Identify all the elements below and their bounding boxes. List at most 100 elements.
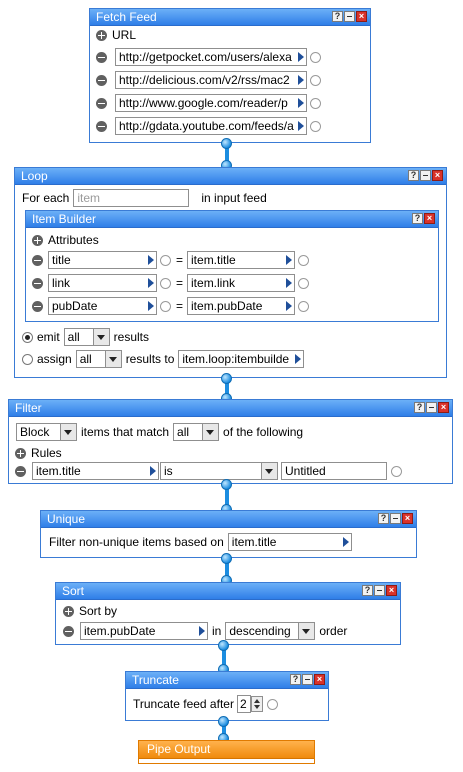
close-button[interactable]: × xyxy=(386,585,397,596)
unique-module[interactable]: Unique ? × Filter non-unique items based… xyxy=(40,510,417,558)
output-terminal[interactable] xyxy=(218,640,229,651)
loop-header[interactable]: Loop ? × xyxy=(15,168,446,185)
unique-header[interactable]: Unique ? × xyxy=(41,511,416,528)
remove-url-icon[interactable] xyxy=(96,120,107,132)
truncate-header[interactable]: Truncate ? × xyxy=(126,672,328,689)
remove-attribute-icon[interactable] xyxy=(32,254,43,266)
truncate-module[interactable]: Truncate ? × Truncate feed after 2 xyxy=(125,671,329,721)
attribute-key-field[interactable]: link xyxy=(48,274,157,292)
module-title: Item Builder xyxy=(32,212,97,226)
url-field[interactable]: http://delicious.com/v2/rss/mac2 xyxy=(115,71,307,89)
rule-operator-select[interactable]: is xyxy=(160,462,278,480)
pipe-connector xyxy=(225,558,229,582)
output-terminal[interactable] xyxy=(221,553,232,564)
minimize-button[interactable] xyxy=(302,674,313,685)
item-builder-header[interactable]: Item Builder ? × xyxy=(26,211,438,228)
output-terminal[interactable] xyxy=(221,373,232,384)
terminal-icon[interactable] xyxy=(298,254,310,266)
terminal-icon[interactable] xyxy=(160,277,171,289)
fetch-feed-header[interactable]: Fetch Feed ? × xyxy=(90,9,370,26)
pipe-connector xyxy=(225,143,229,168)
remove-attribute-icon[interactable] xyxy=(32,300,43,312)
results-to-field[interactable]: item.loop:itembuilde xyxy=(178,350,305,368)
close-button[interactable]: × xyxy=(424,213,435,224)
terminal-icon[interactable] xyxy=(298,300,310,312)
unique-label: Filter non-unique items based on xyxy=(49,535,224,549)
pipe-output-header[interactable]: Pipe Output xyxy=(139,741,314,759)
add-sort-icon[interactable] xyxy=(63,605,74,617)
attribute-value-field[interactable]: item.pubDate xyxy=(187,297,296,315)
spinner-arrows-icon[interactable] xyxy=(250,696,263,712)
sort-module[interactable]: Sort ? × Sort by item.pubDate in descend… xyxy=(55,582,401,645)
add-attribute-icon[interactable] xyxy=(32,234,43,246)
attribute-key-field[interactable]: title xyxy=(48,251,157,269)
remove-url-icon[interactable] xyxy=(96,97,107,109)
truncate-count-input[interactable]: 2 xyxy=(236,695,251,713)
remove-url-icon[interactable] xyxy=(96,74,107,86)
pipe-connector xyxy=(225,378,229,400)
attribute-value-field[interactable]: item.link xyxy=(187,274,296,292)
add-rule-icon[interactable] xyxy=(15,447,26,459)
close-button[interactable]: × xyxy=(438,402,449,413)
emit-radio[interactable] xyxy=(22,331,33,343)
add-url-icon[interactable] xyxy=(96,29,107,41)
pipe-output-module[interactable]: Pipe Output xyxy=(138,740,315,764)
filter-match-select[interactable]: all xyxy=(173,423,220,441)
sort-direction-select[interactable]: descending xyxy=(225,622,316,640)
filter-header[interactable]: Filter ? × xyxy=(9,400,452,417)
help-button[interactable]: ? xyxy=(290,674,301,685)
terminal-icon[interactable] xyxy=(298,277,310,289)
close-button[interactable]: × xyxy=(432,170,443,181)
terminal-icon[interactable] xyxy=(160,300,171,312)
item-builder-module[interactable]: Item Builder ? × Attributes title = item… xyxy=(25,210,439,322)
loop-module[interactable]: Loop ? × For each item in input feed Ite… xyxy=(14,167,447,378)
terminal-icon[interactable] xyxy=(160,254,171,266)
remove-attribute-icon[interactable] xyxy=(32,277,43,289)
in-input-feed-label: in input feed xyxy=(201,191,267,205)
remove-sort-icon[interactable] xyxy=(63,625,74,637)
sort-field[interactable]: item.pubDate xyxy=(80,622,208,640)
for-each-input[interactable]: item xyxy=(73,189,190,207)
terminal-icon[interactable] xyxy=(391,465,402,477)
terminal-icon[interactable] xyxy=(266,698,278,710)
remove-rule-icon[interactable] xyxy=(15,465,26,477)
close-button[interactable]: × xyxy=(314,674,325,685)
help-button[interactable]: ? xyxy=(408,170,419,181)
minimize-button[interactable] xyxy=(426,402,437,413)
attribute-value-field[interactable]: item.title xyxy=(187,251,296,269)
terminal-icon[interactable] xyxy=(310,51,321,63)
help-button[interactable]: ? xyxy=(362,585,373,596)
help-button[interactable]: ? xyxy=(414,402,425,413)
filter-mode-select[interactable]: Block xyxy=(16,423,77,441)
help-button[interactable]: ? xyxy=(378,513,389,524)
fetch-feed-module[interactable]: Fetch Feed ? × URL http://getpocket.com/… xyxy=(89,8,371,143)
minimize-button[interactable] xyxy=(390,513,401,524)
assign-select[interactable]: all xyxy=(75,350,122,368)
rule-field[interactable]: item.title xyxy=(32,462,159,480)
minimize-button[interactable] xyxy=(374,585,385,596)
output-terminal[interactable] xyxy=(221,479,232,490)
assign-radio[interactable] xyxy=(22,353,33,365)
help-button[interactable]: ? xyxy=(332,11,343,22)
url-field[interactable]: http://gdata.youtube.com/feeds/a xyxy=(115,117,307,135)
remove-url-icon[interactable] xyxy=(96,51,107,63)
attribute-key-field[interactable]: pubDate xyxy=(48,297,157,315)
minimize-button[interactable] xyxy=(344,11,355,22)
terminal-icon[interactable] xyxy=(310,74,321,86)
output-terminal[interactable] xyxy=(221,138,232,149)
url-field[interactable]: http://getpocket.com/users/alexa xyxy=(115,48,307,66)
terminal-icon[interactable] xyxy=(310,120,321,132)
output-terminal[interactable] xyxy=(218,716,229,727)
url-field[interactable]: http://www.google.com/reader/p xyxy=(115,94,307,112)
filter-module[interactable]: Filter ? × Block items that match all of… xyxy=(8,399,453,484)
close-button[interactable]: × xyxy=(356,11,367,22)
terminal-icon[interactable] xyxy=(310,97,321,109)
rule-value-input[interactable]: Untitled xyxy=(281,462,387,480)
items-match-label: items that match xyxy=(81,425,170,439)
unique-field[interactable]: item.title xyxy=(227,533,352,551)
close-button[interactable]: × xyxy=(402,513,413,524)
sort-header[interactable]: Sort ? × xyxy=(56,583,400,600)
emit-select[interactable]: all xyxy=(63,328,110,346)
minimize-button[interactable] xyxy=(420,170,431,181)
help-button[interactable]: ? xyxy=(412,213,423,224)
